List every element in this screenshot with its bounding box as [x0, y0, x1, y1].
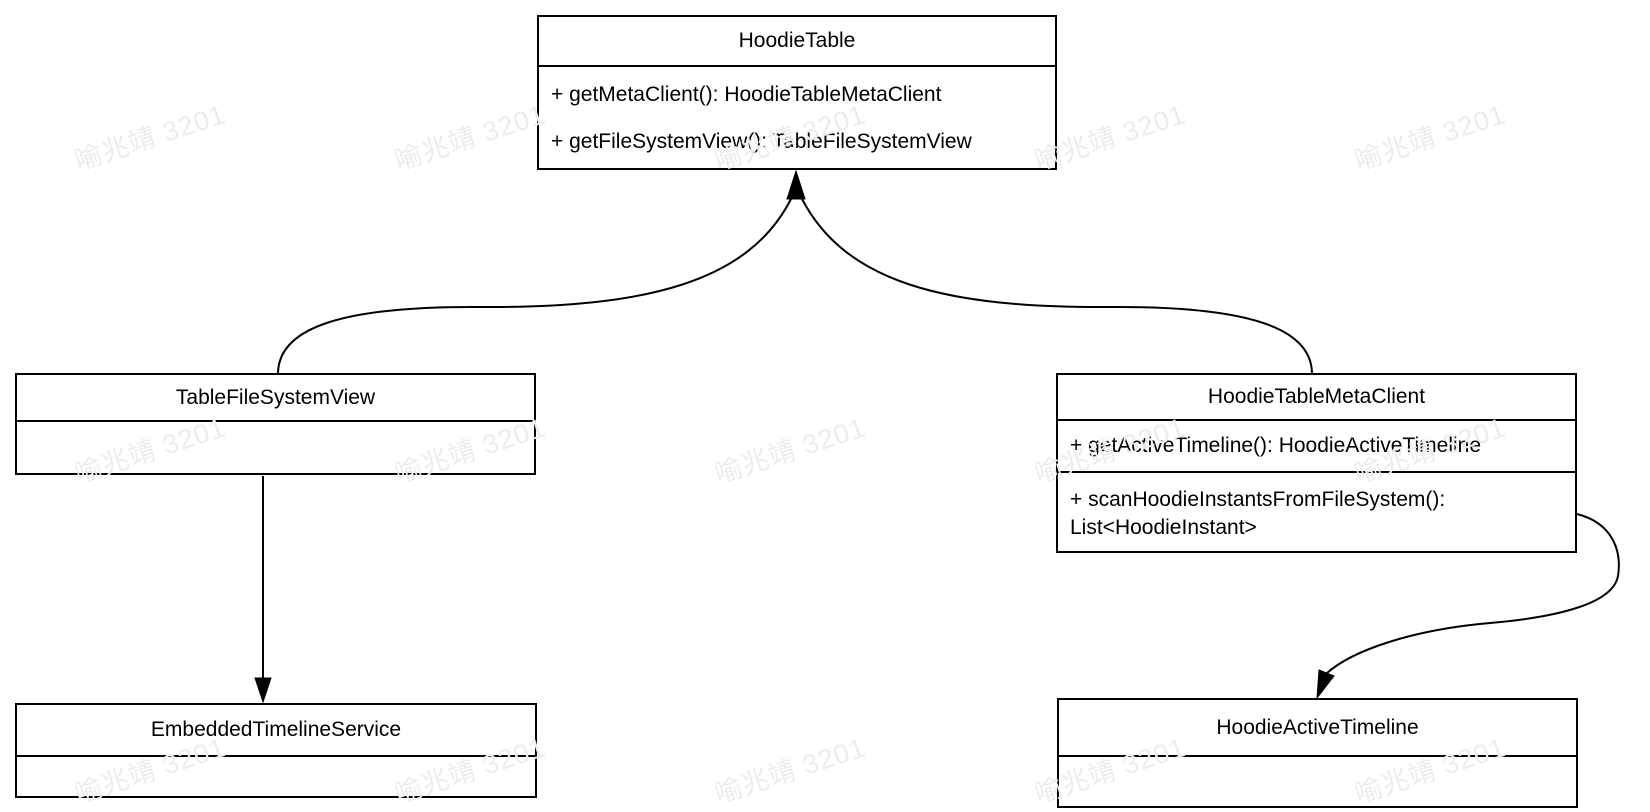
class-title-hoodietable: HoodieTable: [539, 17, 1055, 67]
class-title-embeddedtimelineservice: EmbeddedTimelineService: [17, 705, 535, 757]
class-box-tablefilesystemview: TableFileSystemView: [15, 373, 536, 475]
method-getmetaclient: + getMetaClient(): HoodieTableMetaClient: [551, 82, 942, 106]
class-title-hoodieactivetimeline: HoodieActiveTimeline: [1059, 700, 1576, 757]
arrowhead-into-hoodieactivetimeline: [1316, 669, 1335, 700]
method-getfilesystemview: + getFileSystemView(): TableFileSystemVi…: [551, 129, 972, 153]
class-body-empty-hoodieactivetimeline: [1059, 757, 1576, 765]
method-scanhoodieinstantsfromfilesystem: + scanHoodieInstantsFromFileSystem(): Li…: [1070, 488, 1446, 539]
class-box-hoodieactivetimeline: HoodieActiveTimeline: [1057, 698, 1578, 808]
class-box-hoodietable: HoodieTable + getMetaClient(): HoodieTab…: [537, 15, 1057, 170]
class-body-empty-embeddedtimelineservice: [17, 757, 535, 765]
class-box-embeddedtimelineservice: EmbeddedTimelineService: [15, 703, 537, 798]
arrow-hoodietablemetaclient-to-hoodietable: [801, 198, 1313, 375]
class-title-tablefilesystemview: TableFileSystemView: [17, 375, 534, 422]
method-getactivetimeline: + getActiveTimeline(): HoodieActiveTimel…: [1058, 421, 1575, 473]
arrow-tablefilesystemview-to-hoodietable: [277, 198, 792, 375]
arrow-hoodietablemetaclient-to-hoodieactivetimeline: [1326, 513, 1620, 674]
class-methods-hoodietable: + getMetaClient(): HoodieTableMetaClient…: [539, 67, 1055, 169]
arrowhead-into-embeddedtimelineservice: [254, 677, 272, 704]
class-box-hoodietablemetaclient: HoodieTableMetaClient + getActiveTimelin…: [1056, 373, 1577, 553]
class-body-empty-tablefilesystemview: [17, 422, 534, 430]
arrowhead-into-hoodietable: [786, 169, 806, 200]
class-title-hoodietablemetaclient: HoodieTableMetaClient: [1058, 375, 1575, 421]
